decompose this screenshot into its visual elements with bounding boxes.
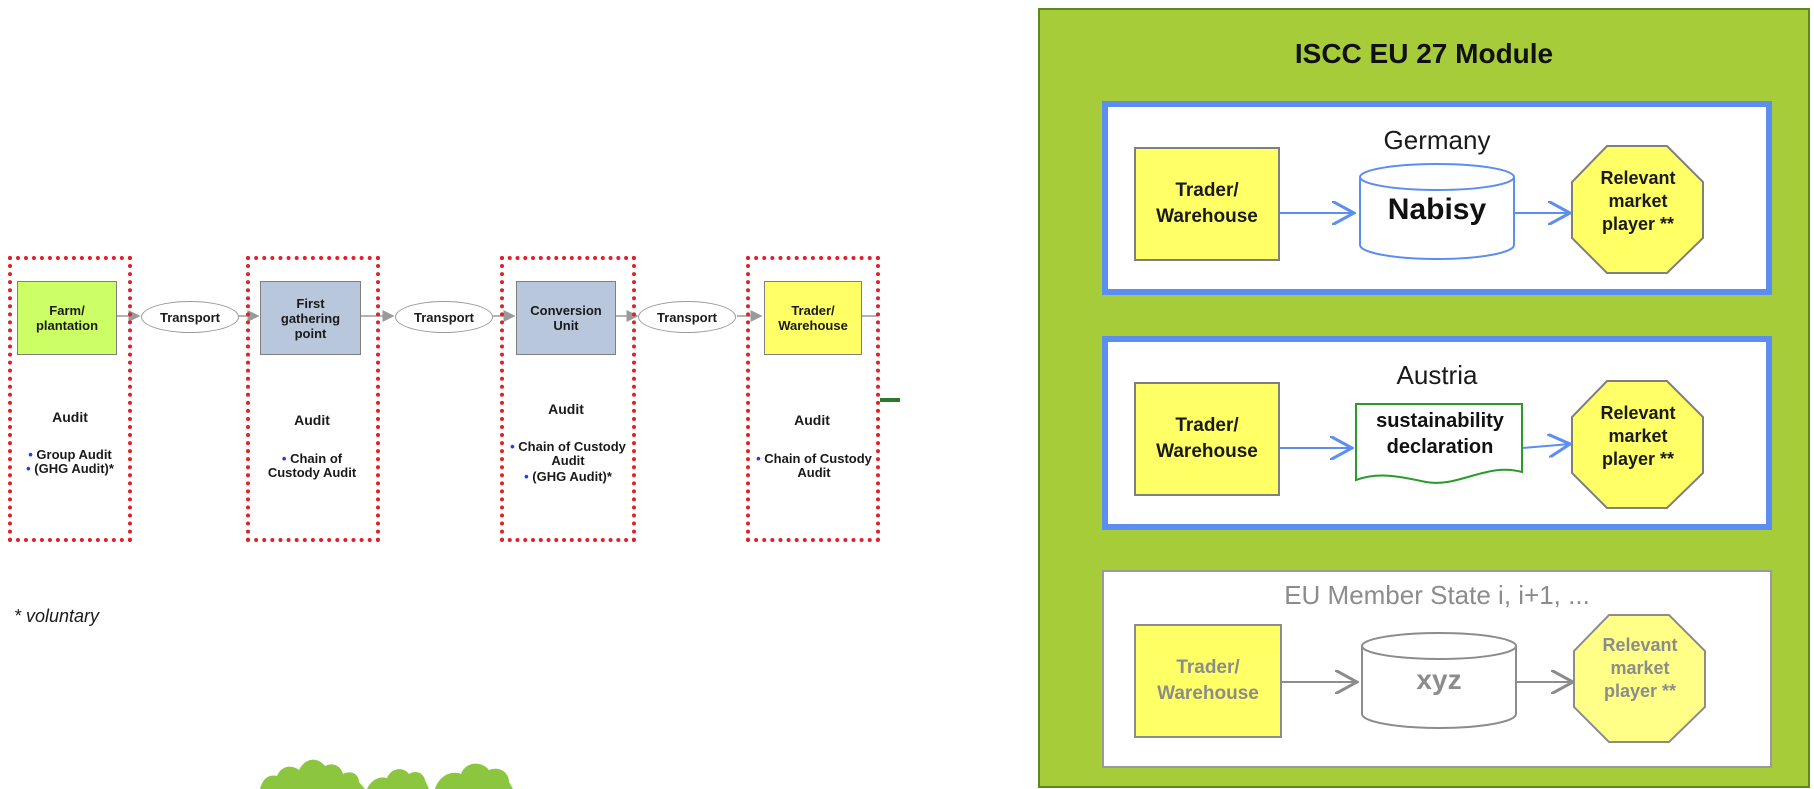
xyz-database-icon: [1361, 646, 1517, 729]
audit-title-3: Audit: [548, 401, 584, 417]
footnote: * voluntary: [14, 606, 100, 626]
member-connectors: [1282, 614, 1706, 743]
member-trader-box: Trader/ Warehouse: [1134, 624, 1282, 738]
member-state-title: EU Member State i, i+1, ...: [1284, 580, 1590, 610]
transport-oval-2: Transport: [395, 301, 493, 333]
audit-frame-2: [246, 256, 380, 542]
austria-panel: Austria Trader/ Warehouse sustainability…: [1102, 336, 1772, 530]
module-title: ISCC EU 27 Module: [1294, 38, 1554, 69]
austria-trader-box: Trader/ Warehouse: [1134, 382, 1280, 496]
market-player-octagon: [1571, 145, 1704, 274]
transport-oval-1: Transport: [141, 301, 239, 333]
austria-title: Austria: [1396, 360, 1478, 390]
austria-player-label: Relevant market player **: [1600, 403, 1676, 469]
audit-frame-4: [746, 256, 880, 542]
nabisy-database-icon: [1359, 177, 1515, 260]
iscc-module: ISCC EU 27 Module Germany Trader/ Wareho…: [1038, 8, 1810, 788]
nabisy-label: Nabisy: [1387, 193, 1487, 226]
germany-trader-box: Trader/ Warehouse: [1134, 147, 1280, 261]
audit-items-2: • Chain of Custody Audit: [267, 451, 357, 480]
germany-connectors: [1280, 145, 1704, 274]
audit-items-4: • Chain of Custody Audit: [756, 451, 872, 480]
audit-frame-1: [8, 256, 132, 542]
audit-title-1: Audit: [52, 409, 88, 425]
audit-items-1: • Group Audit • (GHG Audit)*: [26, 447, 114, 476]
germany-title: Germany: [1383, 125, 1491, 155]
austria-connectors: [1280, 380, 1704, 509]
market-player-octagon: [1573, 614, 1706, 743]
audit-frame-3: [500, 256, 636, 542]
first-gathering-point-box: First gathering point: [260, 281, 361, 355]
xyz-label: xyz: [1416, 664, 1462, 695]
germany-panel: Germany Trader/ Warehouse Nabisy Relevan…: [1102, 101, 1772, 295]
declaration-document-icon: [1355, 403, 1523, 484]
member-state-panel: EU Member State i, i+1, ... Trader/ Ware…: [1102, 570, 1772, 768]
audit-title-2: Audit: [294, 412, 330, 428]
declaration-label: sustainability declaration: [1376, 410, 1504, 458]
audit-title-4: Audit: [794, 412, 830, 428]
transport-oval-3: Transport: [638, 301, 736, 333]
market-player-octagon: [1571, 380, 1704, 509]
farm-plantation-box: Farm/ plantation: [17, 281, 117, 355]
member-player-label: Relevant market player **: [1602, 635, 1678, 701]
conversion-unit-box: Conversion Unit: [516, 281, 616, 355]
audit-items-3: • Chain of Custody Audit • (GHG Audit)*: [510, 439, 626, 484]
germany-player-label: Relevant market player **: [1600, 168, 1676, 234]
foliage-graphic: [260, 759, 513, 789]
trader-warehouse-box: Trader/ Warehouse: [764, 281, 862, 355]
